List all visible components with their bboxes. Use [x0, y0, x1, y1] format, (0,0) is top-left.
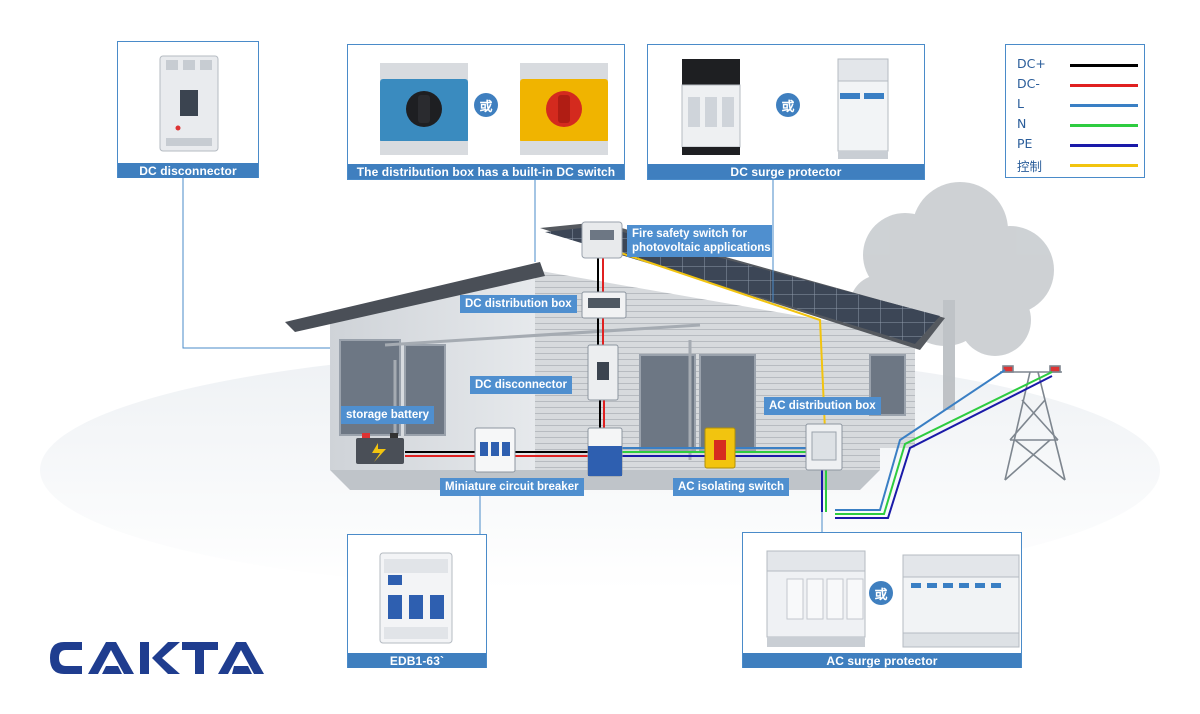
- transmission-tower: [1000, 365, 1066, 481]
- dc-distribution-box-callout: DC distribution box: [460, 295, 577, 313]
- dc-disconnector-image: [159, 55, 219, 152]
- or-badge-1: 或: [474, 93, 498, 117]
- ac-isolating-switch-callout: AC isolating switch: [673, 478, 790, 496]
- legend-item-dc-minus: DC-: [1006, 74, 1146, 94]
- edb-breaker-panel: EDB1-63`: [347, 534, 487, 668]
- dc-disconnector-callout: DC disconnector: [470, 376, 573, 394]
- inverter-device: [587, 427, 623, 477]
- legend-label: DC-: [1017, 76, 1040, 91]
- dc-disconnector-caption: DC disconnector: [118, 163, 258, 178]
- legend-swatch: [1070, 164, 1138, 167]
- legend-swatch: [1070, 144, 1138, 147]
- dc-surge-protector-caption: DC surge protector: [648, 164, 924, 179]
- wire-legend: DC+ DC- L N PE 控制: [1005, 44, 1145, 178]
- legend-item-dc-plus: DC+: [1006, 54, 1146, 74]
- ac-surge-protector-caption: AC surge protector: [743, 653, 1021, 668]
- ac-surge-protector-multi-image: [902, 554, 1020, 648]
- legend-swatch: [1070, 84, 1138, 87]
- fire-safety-switch-line1: Fire safety switch for: [632, 228, 748, 240]
- dc-surge-protector-panel: 或 DC surge protector: [647, 44, 925, 180]
- dc-surge-protector-white-image: [837, 58, 889, 159]
- legend-label: 控制: [1017, 159, 1043, 174]
- legend-item-control: 控制: [1006, 154, 1146, 174]
- fire-safety-switch-callout: Fire safety switch for photovoltaic appl…: [627, 225, 772, 257]
- legend-swatch: [1070, 104, 1138, 107]
- legend-label: L: [1017, 96, 1024, 111]
- cakta-logo: [50, 642, 264, 674]
- fire-safety-switch-line2: photovoltaic applications: [632, 242, 771, 254]
- legend-label: DC+: [1017, 56, 1046, 71]
- ac-surge-protector-4p-image: [766, 550, 866, 647]
- edb-breaker-image: [379, 552, 453, 644]
- dc-distribution-box-device: [581, 291, 627, 319]
- miniature-circuit-breaker-device: [474, 427, 516, 473]
- legend-label: N: [1017, 116, 1027, 131]
- legend-swatch: [1070, 64, 1138, 67]
- left-roof: [285, 262, 545, 332]
- distribution-box-dc-switch-panel: 或 The distribution box has a built-in DC…: [347, 44, 625, 180]
- pv-fire-safety-switch-device: [581, 221, 623, 259]
- ac-isolating-switch-device: [704, 427, 736, 469]
- or-badge-3: 或: [869, 581, 893, 605]
- dc-disconnector-panel: DC disconnector: [117, 41, 259, 178]
- rotary-dc-switch-blue-image: [380, 63, 468, 155]
- legend-item-l: L: [1006, 94, 1146, 114]
- ac-distribution-box-device: [805, 423, 843, 471]
- legend-swatch: [1070, 124, 1138, 127]
- or-badge-2: 或: [776, 93, 800, 117]
- distribution-box-dc-switch-caption: The distribution box has a built-in DC s…: [348, 164, 624, 179]
- ac-surge-protector-panel: 或 AC surge protector: [742, 532, 1022, 668]
- storage-battery-device: [356, 433, 404, 464]
- legend-label: PE: [1017, 136, 1033, 151]
- rotary-dc-switch-yellow-image: [520, 63, 608, 155]
- dc-surge-protector-black-image: [681, 59, 741, 155]
- ac-distribution-box-callout: AC distribution box: [764, 397, 881, 415]
- storage-battery-callout: storage battery: [341, 406, 435, 424]
- dc-disconnector-device: [587, 344, 619, 401]
- legend-item-pe: PE: [1006, 134, 1146, 154]
- legend-item-n: N: [1006, 114, 1146, 134]
- miniature-circuit-breaker-callout: Miniature circuit breaker: [440, 478, 584, 496]
- edb-caption: EDB1-63`: [348, 653, 486, 668]
